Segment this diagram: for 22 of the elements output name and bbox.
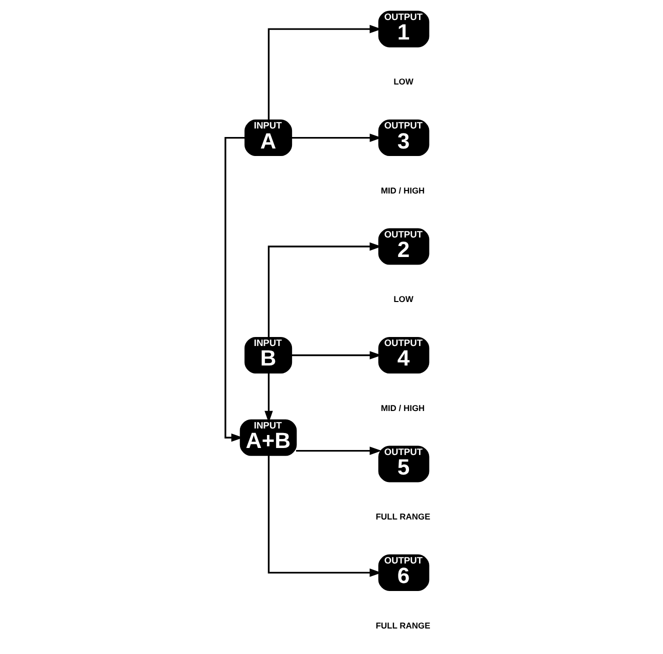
node-label: LOW [393,294,413,304]
node-label: MID / HIGH [380,402,424,413]
node-box: OUTPUT 5 [378,446,429,482]
arrow [224,136,245,442]
arrow [267,242,382,338]
node-label: FULL RANGE [375,512,430,522]
arrow [290,134,382,142]
arrow [267,24,382,120]
node-box: INPUT B [244,336,292,374]
arrow [267,455,382,577]
node-box: INPUT A+B [239,419,296,456]
node-box: INPUT A [244,120,292,156]
node-box: OUTPUT 3 [378,120,429,156]
node-box: OUTPUT 4 [378,336,429,374]
node-label: FULL RANGE [375,620,430,630]
arrow [290,351,382,360]
node-box: OUTPUT 6 [378,554,429,591]
node-box: OUTPUT 2 [378,228,429,265]
node-label: MID / HIGH [380,185,424,196]
arrow [296,446,382,455]
node-box: OUTPUT 1 [378,10,429,48]
node-label: LOW [393,76,413,87]
